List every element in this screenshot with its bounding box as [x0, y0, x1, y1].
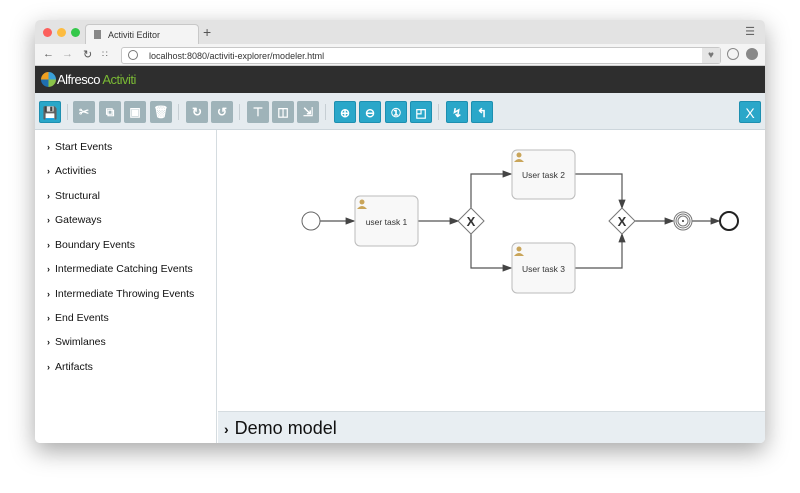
divider — [438, 104, 439, 120]
apps-icon[interactable]: ∷ — [102, 49, 108, 59]
palette-group-intermediate-catching[interactable]: ›Intermediate Catching Events — [47, 263, 193, 275]
palette-group-gateways[interactable]: ›Gateways — [47, 214, 102, 226]
model-name: Demo model — [234, 418, 337, 438]
palette-group-end-events[interactable]: ›End Events — [47, 312, 109, 324]
cut-button[interactable]: ✂ — [73, 101, 95, 123]
title-bar: Activiti Editor + ☰ — [35, 20, 765, 44]
user-icon — [516, 152, 522, 158]
align-vertical-button[interactable]: ⊤ — [247, 101, 269, 123]
add-bendpoint-button[interactable]: ↯ — [446, 101, 468, 123]
sequence-flow[interactable] — [575, 232, 626, 269]
save-button[interactable]: 💾 — [39, 101, 61, 123]
exclusive-gateway-split[interactable]: X — [457, 207, 485, 235]
remove-bendpoint-button[interactable]: ↰ — [471, 101, 493, 123]
start-event[interactable] — [301, 211, 321, 231]
paste-button[interactable]: ▣ — [124, 101, 146, 123]
zoom-out-button[interactable]: ⊖ — [359, 101, 381, 123]
url-input[interactable]: localhost:8080/activiti-explorer/modeler… — [121, 47, 721, 64]
palette-group-structural[interactable]: ›Structural — [47, 190, 100, 202]
alfresco-logo-icon — [41, 72, 56, 87]
heart-icon[interactable]: ♥ — [702, 48, 720, 63]
divider — [239, 104, 240, 120]
sequence-flow[interactable] — [470, 170, 513, 208]
user-task-1[interactable]: user task 1 — [354, 195, 419, 247]
close-editor-button[interactable]: X — [739, 101, 761, 123]
model-name-bar[interactable]: › Demo model — [218, 411, 765, 443]
browser-tab[interactable]: Activiti Editor — [85, 24, 199, 44]
new-tab-button[interactable]: + — [203, 24, 212, 40]
editor-toolbar: 💾 ✂ ⧉ ▣ 🗑 ↻ ↺ ⊤ ◫ ⇲ ⊕ ⊖ ① ◰ ↯ ↰ X — [35, 93, 765, 130]
delete-button[interactable]: 🗑 — [150, 101, 172, 123]
palette-group-swimlanes[interactable]: ›Swimlanes — [47, 336, 106, 348]
zoom-fit-button[interactable]: ◰ — [410, 101, 432, 123]
menu-icon[interactable]: ☰ — [745, 26, 755, 38]
palette-group-boundary-events[interactable]: ›Boundary Events — [47, 239, 135, 251]
sequence-flow[interactable] — [470, 234, 513, 272]
svg-text:X: X — [467, 214, 476, 229]
align-horizontal-button[interactable]: ◫ — [272, 101, 294, 123]
undo-button[interactable]: ↺ — [211, 101, 233, 123]
url-text: localhost:8080/activiti-explorer/modeler… — [149, 51, 325, 61]
sequence-flow[interactable] — [575, 173, 626, 210]
task-label: User task 2 — [522, 170, 565, 180]
user-icon — [359, 199, 365, 205]
minimize-window-button[interactable] — [57, 28, 66, 37]
globe-icon — [128, 50, 138, 60]
redo-button[interactable]: ↻ — [186, 101, 208, 123]
back-icon[interactable]: ← — [43, 48, 54, 60]
divider — [178, 104, 179, 120]
close-window-button[interactable] — [43, 28, 52, 37]
timer-intermediate-event[interactable] — [673, 211, 693, 231]
user-task-2[interactable]: User task 2 — [511, 149, 576, 200]
tab-title: Activiti Editor — [108, 30, 161, 40]
copy-button[interactable]: ⧉ — [99, 101, 121, 123]
svg-text:X: X — [618, 214, 627, 229]
download-icon[interactable] — [727, 48, 739, 60]
zoom-actual-button[interactable]: ① — [385, 101, 407, 123]
task-label: user task 1 — [366, 217, 408, 227]
palette-group-activities[interactable]: ›Activities — [47, 165, 97, 177]
clock-icon — [677, 215, 689, 227]
palette-group-start-events[interactable]: ›Start Events — [47, 141, 113, 153]
reload-icon[interactable]: ↻ — [83, 49, 93, 61]
diagram-canvas[interactable]: user task 1 User task 2 User task 3 X X — [218, 130, 765, 411]
user-task-3[interactable]: User task 3 — [511, 242, 576, 294]
forward-icon[interactable]: → — [62, 48, 73, 60]
zoom-window-button[interactable] — [71, 28, 80, 37]
user-icon — [516, 246, 522, 252]
palette-group-artifacts[interactable]: ›Artifacts — [47, 361, 93, 373]
exclusive-gateway-join[interactable]: X — [608, 207, 636, 235]
app-header: Alfresco Activiti — [35, 66, 765, 93]
profile-icon[interactable] — [746, 48, 758, 60]
same-size-button[interactable]: ⇲ — [297, 101, 319, 123]
divider — [325, 104, 326, 120]
browser-window: Activiti Editor + ☰ ← → ↻ ∷ localhost:80… — [35, 20, 765, 443]
divider — [67, 104, 68, 120]
document-icon — [94, 30, 101, 39]
chevron-right-icon: › — [224, 421, 229, 437]
task-label: User task 3 — [522, 264, 565, 274]
end-event[interactable] — [719, 211, 739, 231]
palette-sidebar: ›Start Events ›Activities ›Structural ›G… — [35, 130, 217, 443]
palette-group-intermediate-throwing[interactable]: ›Intermediate Throwing Events — [47, 288, 195, 300]
address-bar: ← → ↻ ∷ localhost:8080/activiti-explorer… — [35, 44, 765, 66]
zoom-in-button[interactable]: ⊕ — [334, 101, 356, 123]
app-logo: Alfresco Activiti — [57, 72, 136, 87]
